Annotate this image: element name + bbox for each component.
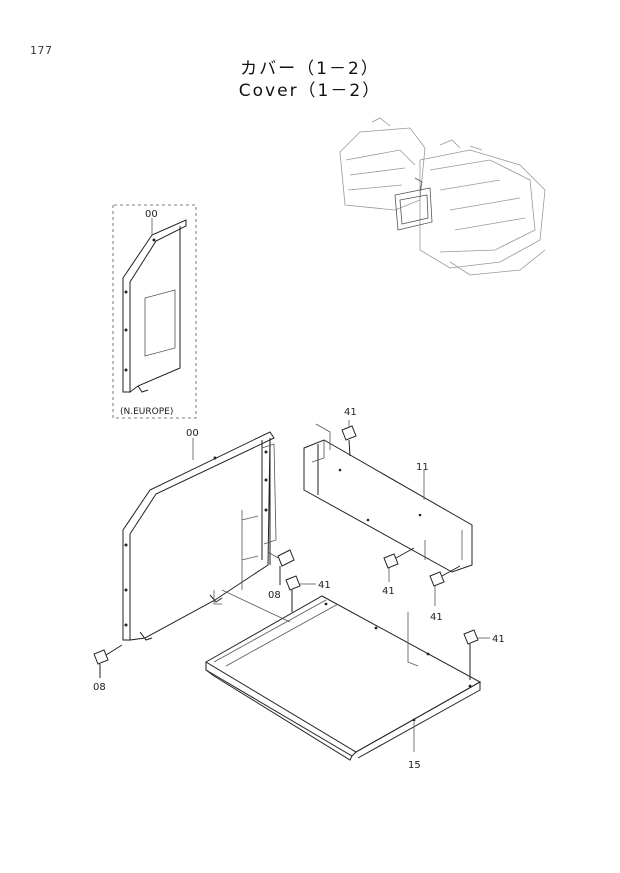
page-number: 177 (30, 44, 53, 57)
callout-bolt-mid-a: 41 (382, 586, 395, 597)
bolt-center-41 (285, 575, 316, 612)
bolt-top-41 (341, 420, 357, 457)
inset-frame (112, 204, 197, 419)
title-english: Cover（1－2） (238, 81, 382, 101)
inset-callout-00: 00 (145, 209, 158, 220)
callout-cover-right: 11 (416, 462, 429, 473)
bolt-mid-b-41 (429, 565, 461, 606)
callout-bolt-mid-b: 41 (430, 612, 443, 623)
callout-cover-left: 00 (186, 428, 199, 439)
callout-cover-bottom: 15 (408, 760, 421, 771)
title-japanese: カバー（1－2） (240, 59, 380, 79)
left-cover-panel (122, 431, 277, 641)
inset-note: (N.EUROPE) (120, 407, 173, 417)
callout-bolt-left: 08 (93, 682, 106, 693)
callout-bolt-right: 41 (492, 634, 505, 645)
bolt-right-41 (463, 629, 490, 680)
bottom-cover-panel (205, 589, 482, 761)
callout-bolt-top: 41 (344, 407, 357, 418)
bolt-mid-a-41 (383, 547, 415, 582)
title-block: カバー（1－2） Cover（1－2） (0, 58, 620, 102)
callout-bolt-center: 41 (318, 580, 331, 591)
right-cover-panel (303, 423, 473, 573)
inset-cover-panel (122, 218, 187, 393)
bolt-left-08 (93, 644, 123, 678)
bolt-inner-08 (267, 549, 295, 585)
machine-location-sketch (339, 117, 546, 276)
callout-bolt-inner: 08 (268, 590, 281, 601)
